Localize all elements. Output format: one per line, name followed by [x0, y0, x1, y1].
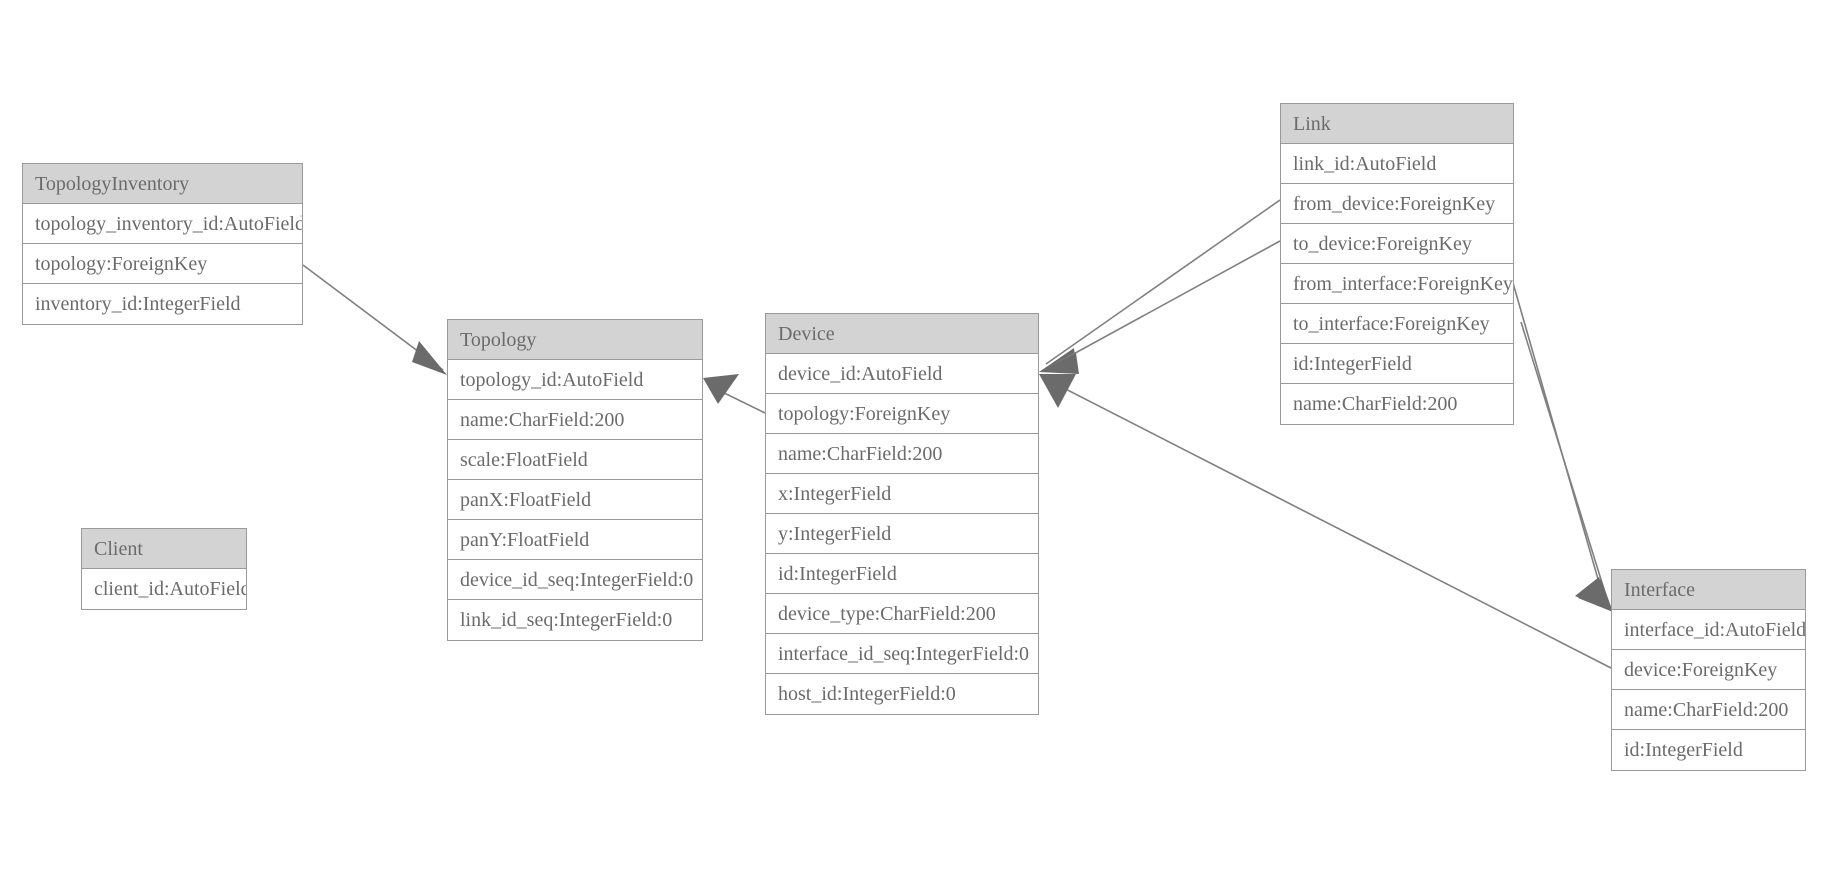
- entity-topology-inventory[interactable]: TopologyInventory topology_inventory_id:…: [22, 163, 303, 325]
- entity-topology[interactable]: Topology topology_id:AutoField name:Char…: [447, 319, 703, 641]
- entity-title-interface: Interface: [1612, 570, 1805, 610]
- field-row: topology:ForeignKey: [23, 244, 302, 284]
- field-row: device:ForeignKey: [1612, 650, 1805, 690]
- entity-title-topology-inventory: TopologyInventory: [23, 164, 302, 204]
- field-row: name:CharField:200: [766, 434, 1038, 474]
- edge-link-to-device: [1039, 240, 1281, 374]
- field-row: device_type:CharField:200: [766, 594, 1038, 634]
- field-row: topology_id:AutoField: [448, 360, 702, 400]
- field-row: topology_inventory_id:AutoField: [23, 204, 302, 244]
- field-row: interface_id_seq:IntegerField:0: [766, 634, 1038, 674]
- field-row: to_device:ForeignKey: [1281, 224, 1513, 264]
- field-row: id:IntegerField: [766, 554, 1038, 594]
- edge-interface-device: [1039, 374, 1612, 669]
- field-row: client_id:AutoField: [82, 569, 246, 609]
- field-row: panX:FloatField: [448, 480, 702, 520]
- entity-title-device: Device: [766, 314, 1038, 354]
- field-row: host_id:IntegerField:0: [766, 674, 1038, 714]
- field-row: topology:ForeignKey: [766, 394, 1038, 434]
- field-row: device_id:AutoField: [766, 354, 1038, 394]
- field-row: device_id_seq:IntegerField:0: [448, 560, 702, 600]
- field-row: name:CharField:200: [448, 400, 702, 440]
- field-row: name:CharField:200: [1281, 384, 1513, 424]
- field-row: inventory_id:IntegerField: [23, 284, 302, 324]
- entity-client[interactable]: Client client_id:AutoField: [81, 528, 247, 610]
- edge-device-topology: [703, 374, 766, 414]
- field-row: interface_id:AutoField: [1612, 610, 1805, 650]
- field-row: scale:FloatField: [448, 440, 702, 480]
- entity-title-client: Client: [82, 529, 246, 569]
- edge-link-to-interface: [1520, 321, 1613, 612]
- edge-link-from-device: [1039, 199, 1281, 372]
- field-row: to_interface:ForeignKey: [1281, 304, 1513, 344]
- field-row: name:CharField:200: [1612, 690, 1805, 730]
- entity-link[interactable]: Link link_id:AutoField from_device:Forei…: [1280, 103, 1514, 425]
- field-row: id:IntegerField: [1612, 730, 1805, 770]
- field-row: x:IntegerField: [766, 474, 1038, 514]
- entity-title-link: Link: [1281, 104, 1513, 144]
- entity-device[interactable]: Device device_id:AutoField topology:Fore…: [765, 313, 1039, 715]
- field-row: panY:FloatField: [448, 520, 702, 560]
- field-row: link_id:AutoField: [1281, 144, 1513, 184]
- field-row: y:IntegerField: [766, 514, 1038, 554]
- field-row: from_interface:ForeignKey: [1281, 264, 1513, 304]
- entity-interface[interactable]: Interface interface_id:AutoField device:…: [1611, 569, 1806, 771]
- field-row: id:IntegerField: [1281, 344, 1513, 384]
- field-row: from_device:ForeignKey: [1281, 184, 1513, 224]
- entity-title-topology: Topology: [448, 320, 702, 360]
- edge-topologyinventory-topology: [302, 264, 447, 375]
- field-row: link_id_seq:IntegerField:0: [448, 600, 702, 640]
